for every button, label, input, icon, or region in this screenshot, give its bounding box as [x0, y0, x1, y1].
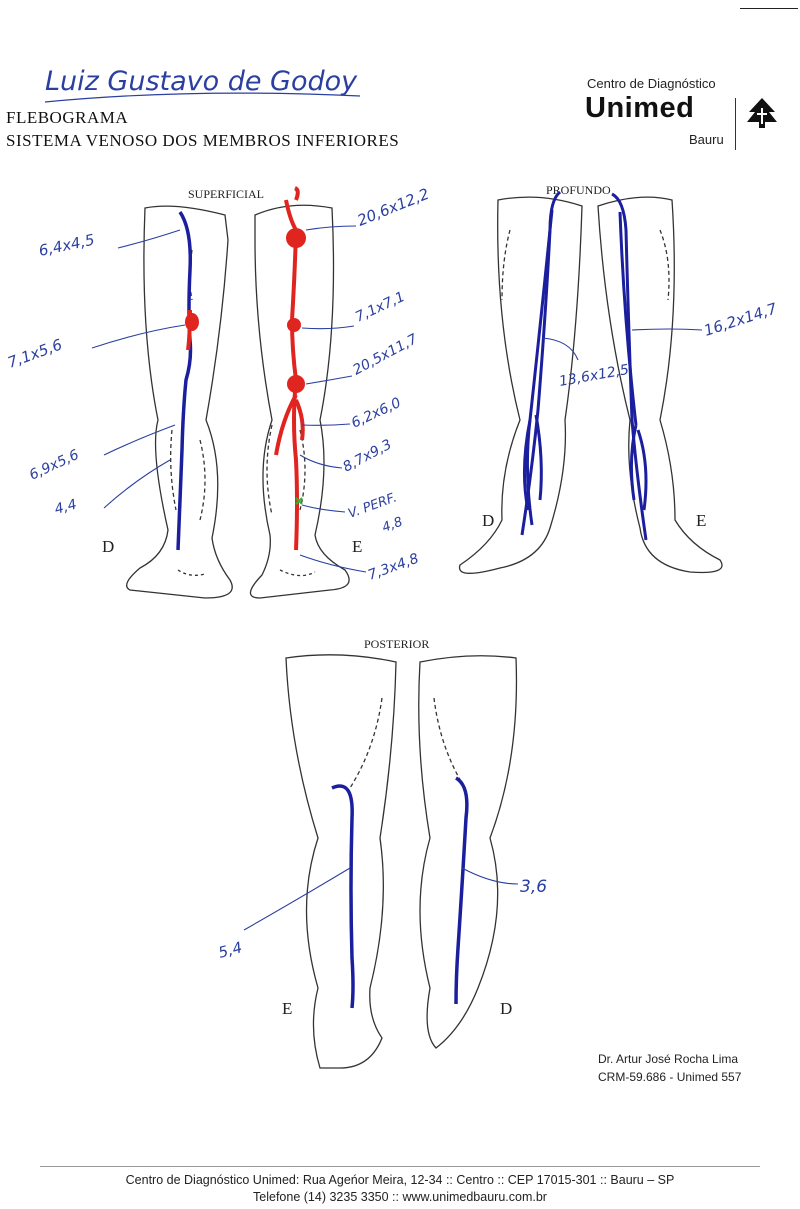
- left-knee-varix: [287, 375, 305, 393]
- posterior-right-small-saphenous: [454, 776, 469, 1005]
- footer-contact: Telefone (14) 3235 3350 :: www.unimedbau…: [253, 1190, 547, 1204]
- section-label-posterior: POSTERIOR: [364, 637, 429, 651]
- profundo-right-deep-veins: [520, 190, 562, 536]
- annotation-sup-right-knee: 7,1x5,6: [5, 335, 64, 371]
- profundo-label-e: E: [696, 511, 706, 530]
- footer-rule: [40, 1166, 760, 1167]
- document-subtitle: SISTEMA VENOSO DOS MEMBROS INFERIORES: [6, 131, 400, 150]
- annotation-post-right: 3,6: [520, 877, 547, 897]
- logo-divider: [735, 98, 736, 150]
- annotation-sup-left-thigh: 7,1x7,1: [353, 289, 408, 326]
- right-saphenous-vein: [176, 211, 193, 551]
- unimed-tree-icon: [747, 98, 777, 128]
- right-knee-varix: [185, 313, 199, 331]
- logo-city: Bauru: [689, 132, 724, 147]
- profundo-annotation-lines: [541, 328, 703, 361]
- logo-subtitle: Centro de Diagnóstico: [587, 76, 716, 91]
- superficial-diagram: SUPERFICIAL D E: [5, 185, 432, 599]
- posterior-diagram: POSTERIOR E D 5,4 3,6: [216, 637, 547, 1069]
- left-leg-outline: [249, 204, 350, 599]
- profundo-left-deep-veins: [611, 192, 648, 541]
- name-underline: [44, 92, 361, 103]
- left-thigh-varix: [287, 318, 301, 332]
- annotation-sup-left-ankle: 7,3x4,8: [366, 551, 421, 584]
- posterior-annotation-lines: [243, 867, 519, 931]
- annotation-sup-left-groin: 20,6x12,2: [355, 185, 432, 230]
- top-rule: [740, 8, 798, 9]
- logo-name: Unimed: [585, 92, 695, 124]
- posterior-left-small-saphenous: [331, 784, 355, 1009]
- patient-name-text: Luiz Gustavo de Godoy: [45, 66, 358, 97]
- perforator-mark-icon: [295, 497, 303, 505]
- profundo-diagram: PROFUNDO D E 13,6x12,5 16,2x14,7: [458, 183, 780, 574]
- section-label-superficial: SUPERFICIAL: [188, 187, 264, 201]
- annotation-prof-left: 16,2x14,7: [702, 299, 780, 340]
- posterior-legs-outline: [285, 654, 518, 1069]
- section-label-profundo: PROFUNDO: [546, 183, 611, 197]
- footer-address: Centro de Diagnóstico Unimed: Rua Ageńor…: [125, 1173, 675, 1187]
- superficial-label-e: E: [352, 537, 362, 556]
- profundo-legs-outline: [458, 196, 723, 574]
- superficial-annotation-lines: [91, 225, 367, 573]
- superficial-label-d: D: [102, 537, 114, 556]
- posterior-label-d: D: [500, 999, 512, 1018]
- profundo-label-d: D: [482, 511, 494, 530]
- annotation-prof-right: 13,6x12,5: [558, 362, 630, 390]
- annotation-sup-left-calf-mid: 8,7x9,3: [340, 437, 394, 476]
- right-leg-outline: [126, 205, 233, 599]
- annotation-sup-right-calf-lower: 4,4: [53, 497, 79, 518]
- annotation-sup-right-calf-upper: 6,9x5,6: [27, 447, 82, 484]
- doctor-crm: CRM-59.686 - Unimed 557: [598, 1070, 742, 1084]
- patient-name-handwritten: Luiz Gustavo de Godoy: [44, 66, 361, 103]
- left-groin-varix: [286, 228, 306, 248]
- annotation-sup-left-calf-upper: 6,2x6,0: [349, 395, 404, 432]
- document-title: FLEBOGRAMA: [6, 108, 129, 127]
- unimed-logo: Centro de Diagnóstico Unimed Bauru: [575, 68, 790, 158]
- annotation-sup-left-knee: 20,5x11,7: [350, 331, 420, 378]
- doctor-name: Dr. Artur José Rocha Lima: [598, 1052, 739, 1066]
- annotation-sup-right-thigh: 6,4x4,5: [37, 231, 96, 260]
- posterior-label-e: E: [282, 999, 292, 1018]
- annotation-sup-left-perf-value: 4,8: [380, 515, 405, 536]
- annotation-post-left: 5,4: [216, 938, 244, 962]
